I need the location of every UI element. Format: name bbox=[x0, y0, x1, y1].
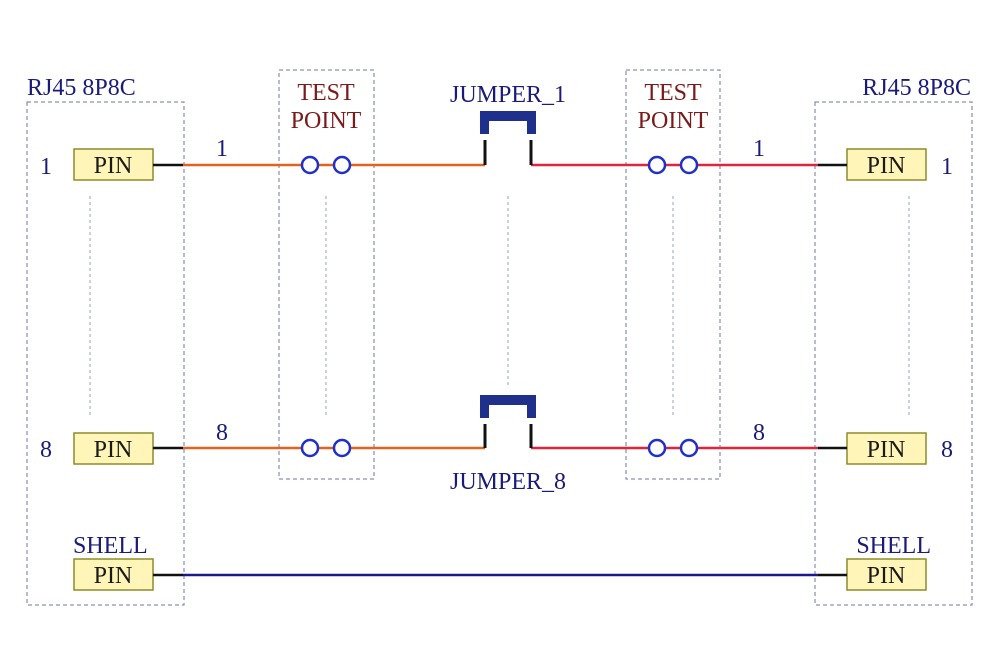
left-connector-title: RJ45 8P8C bbox=[27, 75, 136, 101]
net-label-left-1: 1 bbox=[216, 136, 228, 162]
left-connector: RJ45 8P8C 1 PIN 8 PIN SHELL PIN bbox=[26, 75, 185, 606]
right-tp-pad-8b[interactable] bbox=[679, 438, 699, 458]
jumper-1-cap bbox=[480, 111, 536, 134]
right-connector-title: RJ45 8P8C bbox=[862, 75, 971, 101]
right-pin-8-label: PIN bbox=[867, 437, 906, 463]
jumper-8-cap bbox=[480, 395, 536, 418]
test-point-pads bbox=[300, 155, 699, 458]
right-shell-label: SHELL bbox=[856, 533, 931, 559]
jumper-1-label: JUMPER_1 bbox=[450, 82, 566, 108]
left-tp-pad-1a[interactable] bbox=[300, 155, 320, 175]
left-shell-label: SHELL bbox=[73, 533, 148, 559]
right-test-point-label-line2: POINT bbox=[638, 108, 709, 134]
left-connector-outline bbox=[26, 101, 185, 606]
left-test-point: TEST POINT bbox=[278, 69, 375, 480]
left-shell-pin-label: PIN bbox=[94, 563, 133, 589]
jumper-8-label: JUMPER_8 bbox=[450, 469, 566, 495]
left-pin-8-box[interactable] bbox=[73, 432, 154, 465]
right-pin-1-label: PIN bbox=[867, 153, 906, 179]
right-connector-outline bbox=[814, 101, 973, 606]
jumper-1[interactable]: JUMPER_1 bbox=[450, 82, 566, 165]
right-test-point-outline bbox=[625, 69, 721, 480]
right-pin-8-number: 8 bbox=[941, 437, 953, 463]
left-tp-pad-8a[interactable] bbox=[300, 438, 320, 458]
left-pin-1-label: PIN bbox=[94, 153, 133, 179]
right-pin-1-box[interactable] bbox=[846, 148, 927, 181]
right-shell-pin-label: PIN bbox=[867, 563, 906, 589]
right-tp-pad-8a[interactable] bbox=[647, 438, 667, 458]
right-test-point: TEST POINT bbox=[625, 69, 721, 480]
right-test-point-label-line1: TEST bbox=[644, 80, 702, 106]
right-pin-1-number: 1 bbox=[941, 154, 953, 180]
net-label-right-1: 1 bbox=[753, 136, 765, 162]
left-test-point-label-line1: TEST bbox=[297, 80, 355, 106]
left-pin-8-number: 8 bbox=[40, 437, 52, 463]
left-tp-pad-8b[interactable] bbox=[332, 438, 352, 458]
left-pin-8-label: PIN bbox=[94, 437, 133, 463]
right-shell-pin-box[interactable] bbox=[846, 558, 927, 591]
wires bbox=[153, 163, 847, 577]
jumper-8[interactable]: JUMPER_8 bbox=[450, 395, 566, 495]
left-pin-1-number: 1 bbox=[40, 154, 52, 180]
net-label-left-8: 8 bbox=[216, 420, 228, 446]
net-label-right-8: 8 bbox=[753, 420, 765, 446]
left-tp-pad-1b[interactable] bbox=[332, 155, 352, 175]
right-connector: RJ45 8P8C PIN 1 PIN 8 SHELL PIN bbox=[814, 75, 973, 606]
left-test-point-label-line2: POINT bbox=[291, 108, 362, 134]
right-tp-pad-1a[interactable] bbox=[647, 155, 667, 175]
right-tp-pad-1b[interactable] bbox=[679, 155, 699, 175]
